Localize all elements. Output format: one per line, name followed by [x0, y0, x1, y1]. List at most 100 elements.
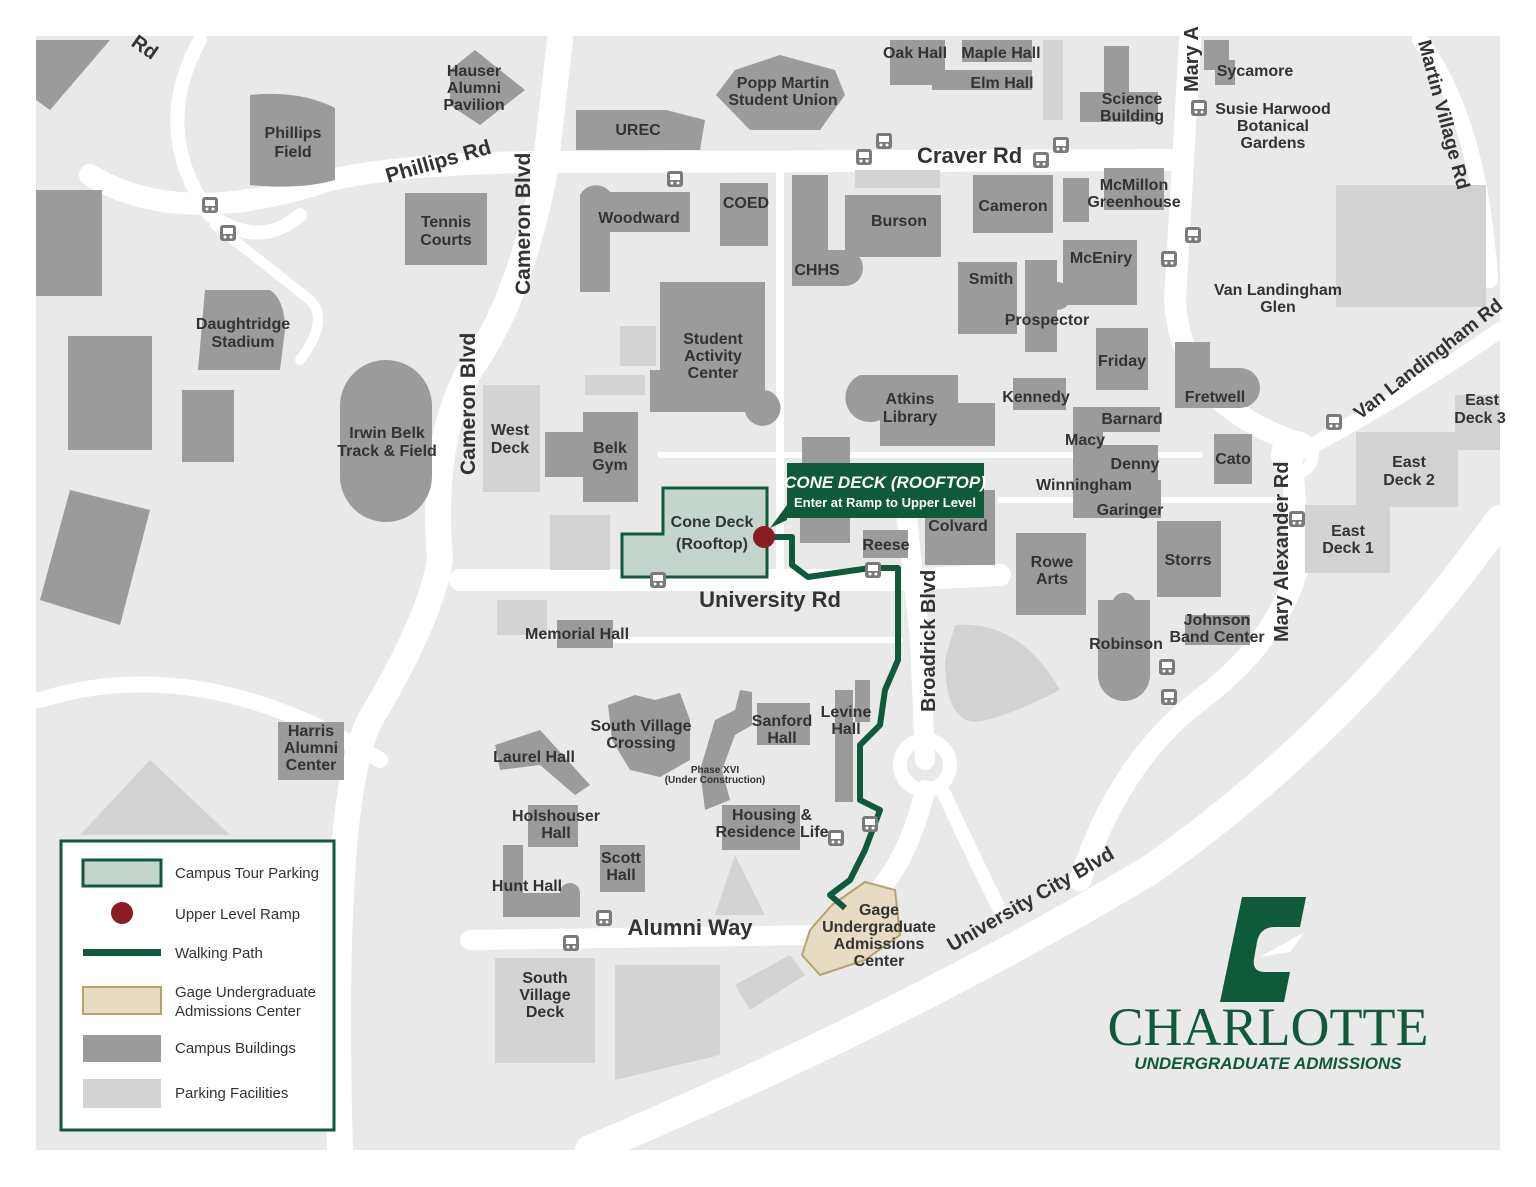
legend-swatch-parking: [83, 1079, 161, 1108]
label-harris-2: Alumni: [284, 740, 338, 757]
label-east-deck-2-1: East: [1392, 454, 1426, 471]
label-irwin-belk-1: Irwin Belk: [349, 425, 425, 442]
label-west-deck-1: West: [491, 422, 530, 439]
label-tennis-1: Tennis: [421, 214, 471, 231]
label-gage-4: Center: [854, 953, 905, 970]
label-sac-2: Activity: [684, 348, 742, 365]
label-east-deck-3-1: East: [1465, 392, 1499, 409]
legend-swatch-tour-parking: [81, 858, 163, 888]
label-phase-xvi-1: Phase XVI: [691, 765, 740, 776]
label-science-1: Science: [1102, 91, 1163, 108]
label-belk-gym-2: Gym: [592, 457, 628, 474]
label-housing-2: Residence Life: [716, 824, 829, 841]
label-east-deck-3-2: Deck 3: [1454, 410, 1506, 427]
legend-swatch-buildings: [83, 1035, 161, 1062]
bus-stop-icon: [1289, 511, 1305, 527]
bus-stop-icon: [876, 133, 892, 149]
legend-label-ramp: Upper Level Ramp: [175, 906, 300, 923]
road-label-cameron-lower: Cameron Blvd: [457, 333, 480, 475]
label-east-deck-1-2: Deck 1: [1322, 540, 1374, 557]
label-gage-1: Gage: [859, 902, 899, 919]
label-hauser-1: Hauser: [447, 63, 501, 80]
charlotte-brand: CHARLOTTE UNDERGRADUATE ADMISSIONS: [1108, 897, 1428, 1073]
label-scott-1: Scott: [601, 850, 642, 867]
label-urec: UREC: [615, 122, 661, 139]
label-smith: Smith: [969, 271, 1013, 288]
legend-label-path: Walking Path: [175, 945, 263, 962]
road-label-university: University Rd: [699, 587, 841, 612]
label-garinger: Garinger: [1097, 502, 1164, 519]
label-mcmillon-2: Greenhouse: [1087, 194, 1180, 211]
bus-stop-icon: [1053, 137, 1069, 153]
label-phase-xvi-2: (Under Construction): [665, 775, 766, 786]
label-prospector: Prospector: [1005, 312, 1089, 329]
legend-swatch-gage: [82, 986, 162, 1015]
label-memorial: Memorial Hall: [525, 626, 629, 643]
label-coed: COED: [723, 195, 769, 212]
label-rowe-2: Arts: [1036, 571, 1068, 588]
label-gage-3: Admissions: [834, 936, 925, 953]
label-west-deck-2: Deck: [491, 440, 529, 457]
label-mceniry: McEniry: [1070, 250, 1132, 267]
label-gage-2: Undergraduate: [822, 919, 936, 936]
label-levine-1: Levine: [821, 704, 872, 721]
label-cone-deck-1: Cone Deck: [671, 514, 754, 531]
bus-stop-icon: [828, 830, 844, 846]
label-elm-hall: Elm Hall: [970, 75, 1033, 92]
callout-title: CONE DECK (ROOFTOP): [784, 473, 986, 492]
bus-stop-icon: [596, 910, 612, 926]
label-botanical-2: Botanical: [1237, 118, 1309, 135]
walking-path: [764, 534, 901, 911]
building-labels: Oak Hall Maple Hall Elm Hall Hauser Alum…: [196, 45, 1506, 1021]
road-label-alumni-way: Alumni Way: [627, 915, 753, 940]
label-chhs: CHHS: [794, 262, 840, 279]
bus-stop-icon: [856, 149, 872, 165]
legend: Campus Tour Parking Upper Level Ramp Wal…: [59, 839, 336, 1132]
label-levine-2: Hall: [831, 721, 860, 738]
label-daughtridge-2: Stadium: [211, 334, 274, 351]
label-friday: Friday: [1098, 353, 1146, 370]
bus-stop-icon: [667, 171, 683, 187]
label-botanical-3: Gardens: [1241, 135, 1306, 152]
label-housing-1: Housing &: [732, 807, 812, 824]
label-sac-3: Center: [688, 365, 739, 382]
legend-label-tour-parking: Campus Tour Parking: [175, 865, 319, 882]
bus-stop-icon: [1033, 152, 1049, 168]
label-macy: Macy: [1065, 432, 1105, 449]
label-cone-deck-2: (Rooftop): [676, 536, 748, 553]
label-svd-1: South: [522, 970, 567, 987]
label-holshouser-2: Hall: [541, 825, 570, 842]
cone-deck-tour-parking: [620, 486, 769, 579]
bus-stop-icon: [865, 562, 881, 578]
label-hunt: Hunt Hall: [492, 878, 562, 895]
label-johnson-2: Band Center: [1169, 629, 1264, 646]
label-holshouser-1: Holshouser: [512, 808, 600, 825]
bus-stop-icon: [202, 197, 218, 213]
road-label-mary-top: Mary A: [1181, 26, 1203, 92]
label-cameron: Cameron: [978, 198, 1047, 215]
parking-facilities: [80, 40, 1500, 1080]
label-robinson: Robinson: [1089, 636, 1163, 653]
label-mcmillon-1: McMillon: [1100, 177, 1168, 194]
label-hauser-3: Pavilion: [443, 97, 504, 114]
label-vlg-1: Van Landingham: [1214, 282, 1342, 299]
bus-stop-icon: [862, 816, 878, 832]
campus-buildings: [36, 40, 1260, 917]
label-vlg-2: Glen: [1260, 299, 1296, 316]
bus-stop-icon: [1159, 659, 1175, 675]
bus-stop-icon: [220, 225, 236, 241]
charlotte-logo-icon: [1220, 897, 1306, 1002]
label-popp-martin-1: Popp Martin: [737, 75, 829, 92]
label-burson: Burson: [871, 213, 927, 230]
bus-stop-icon: [1191, 100, 1207, 116]
label-east-deck-1-1: East: [1331, 523, 1365, 540]
label-sycamore: Sycamore: [1217, 63, 1294, 80]
label-maple-hall: Maple Hall: [961, 45, 1040, 62]
label-belk-gym-1: Belk: [593, 440, 627, 457]
label-tennis-2: Courts: [420, 232, 472, 249]
label-woodward: Woodward: [598, 210, 679, 227]
label-science-2: Building: [1100, 108, 1164, 125]
label-scott-2: Hall: [606, 867, 635, 884]
bus-stop-icon: [1161, 251, 1177, 267]
bus-stop-icon: [1185, 227, 1201, 243]
